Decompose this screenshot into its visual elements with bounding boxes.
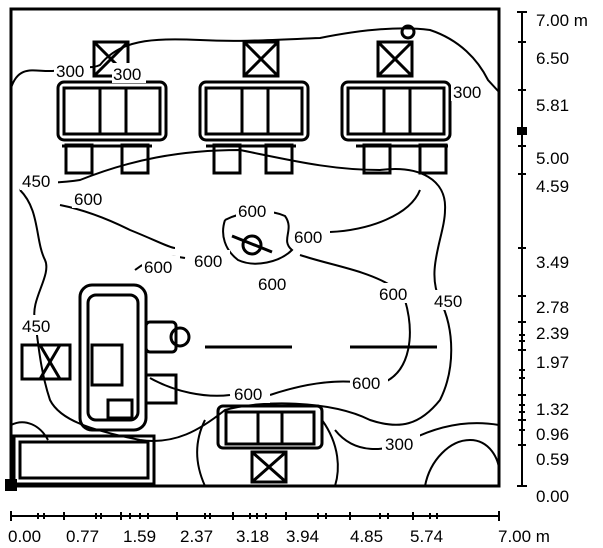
label-300-d: 300 (385, 435, 413, 454)
x-tick-2.37: 2.37 (180, 527, 213, 546)
x-tick-7.00: 7.00 m (498, 527, 550, 546)
cabinet-top-left (92, 40, 130, 78)
isolux-contours (10, 27, 500, 487)
cabinet-top-right (376, 40, 414, 78)
label-300-c: 300 (453, 83, 481, 102)
x-tick-0.00: 0.00 (8, 527, 41, 546)
y-axis-scale (517, 11, 527, 487)
label-450-c: 450 (434, 292, 462, 311)
label-300-b: 300 (113, 65, 141, 84)
y-tick-0.96: 0.96 (536, 425, 569, 444)
y-tick-3.49: 3.49 (536, 253, 569, 272)
label-300-a: 300 (56, 62, 84, 81)
y-tick-2.39: 2.39 (536, 324, 569, 343)
x-tick-1.59: 1.59 (123, 527, 156, 546)
label-600-i: 600 (352, 374, 380, 393)
equipment-left-machine (20, 283, 191, 432)
label-600-f: 600 (258, 275, 286, 294)
y-tick-5.81: 5.81 (536, 96, 569, 115)
cabinet-top-center (242, 40, 280, 78)
contour-labels: 300 300 300 300 450 450 450 600 600 600 … (20, 60, 487, 454)
label-600-b: 600 (238, 202, 266, 221)
label-600-c: 600 (294, 228, 322, 247)
x-tick-3.94: 3.94 (286, 527, 319, 546)
x-axis-labels: 0.00 0.77 1.59 2.37 3.18 3.94 4.85 5.74 … (8, 527, 550, 546)
y-tick-2.78: 2.78 (536, 298, 569, 317)
label-600-h: 600 (234, 385, 262, 404)
x-axis-scale (10, 511, 500, 521)
x-tick-4.85: 4.85 (350, 527, 383, 546)
y-tick-0.59: 0.59 (536, 450, 569, 469)
label-450-a: 450 (22, 172, 50, 191)
contour-300-bottom-left (196, 419, 206, 487)
y-tick-0.00: 0.00 (536, 487, 569, 506)
contour-300-bottom-right (321, 419, 339, 487)
chair-2 (120, 143, 150, 175)
y-tick-1.32: 1.32 (536, 400, 569, 419)
contour-600-left (59, 204, 176, 249)
contour-600-lower (149, 299, 411, 397)
center-table (231, 234, 273, 256)
x-tick-0.77: 0.77 (66, 527, 99, 546)
y-axis-labels: 7.00 m 6.50 5.81 5.00 4.59 3.49 2.78 2.3… (536, 11, 588, 506)
y-tick-4.59: 4.59 (536, 177, 569, 196)
counter-bottom-left (12, 434, 156, 486)
y-tick-1.97: 1.97 (536, 353, 569, 372)
label-450-b: 450 (22, 317, 50, 336)
x-tick-5.74: 5.74 (410, 527, 443, 546)
workstation-top-right (340, 80, 452, 142)
label-600-d: 600 (144, 258, 172, 277)
x-tick-3.18: 3.18 (236, 527, 269, 546)
workstation-bottom (216, 404, 324, 484)
chair-6 (418, 143, 448, 175)
room-boundary (9, 7, 501, 488)
y-tick-5.00: 5.00 (536, 149, 569, 168)
contour-600-top-right (329, 189, 421, 233)
label-600-e: 600 (194, 252, 222, 271)
y-tick-7.00: 7.00 m (536, 11, 588, 30)
contour-600-mid-right (299, 254, 391, 286)
chair-1 (64, 143, 94, 175)
label-600-a: 600 (74, 190, 102, 209)
label-600-g: 600 (379, 285, 407, 304)
y-tick-6.50: 6.50 (536, 49, 569, 68)
contour-300-corner-right (424, 438, 500, 487)
equipment-top-row (56, 24, 452, 175)
workstation-top-center (198, 80, 310, 142)
workstation-top-left (56, 80, 168, 142)
